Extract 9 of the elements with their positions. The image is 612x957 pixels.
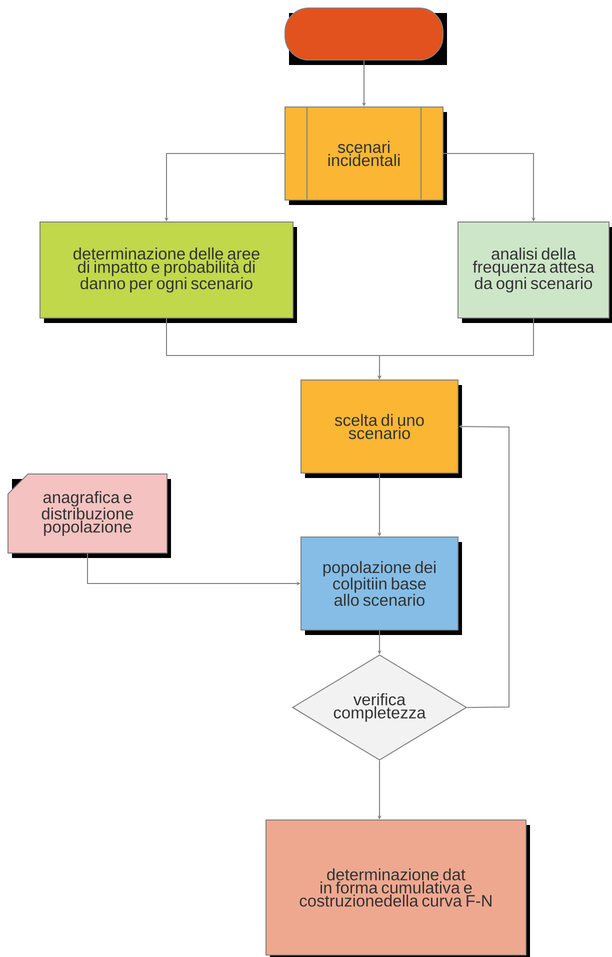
- terminal-shape: [284, 8, 447, 65]
- process-box: determinazione delle aree di impatto e probabilità di danno per ogni scenario: [40, 222, 297, 323]
- process-box: determinazione dat in forma cumulativa e costruzionedella curva F-N: [266, 820, 530, 957]
- process-box: analisi della frequenza attesa da ogni scenario: [458, 222, 612, 323]
- process-box: popolazione dei colpitiin base allo scenario: [300, 536, 462, 635]
- process-box: scelta di uno scenario: [300, 380, 462, 478]
- arrow: [443, 153, 536, 222]
- process-box: scenari incidentali: [284, 106, 447, 205]
- data-card: anagrafica e distribuzione popolazione: [8, 474, 171, 558]
